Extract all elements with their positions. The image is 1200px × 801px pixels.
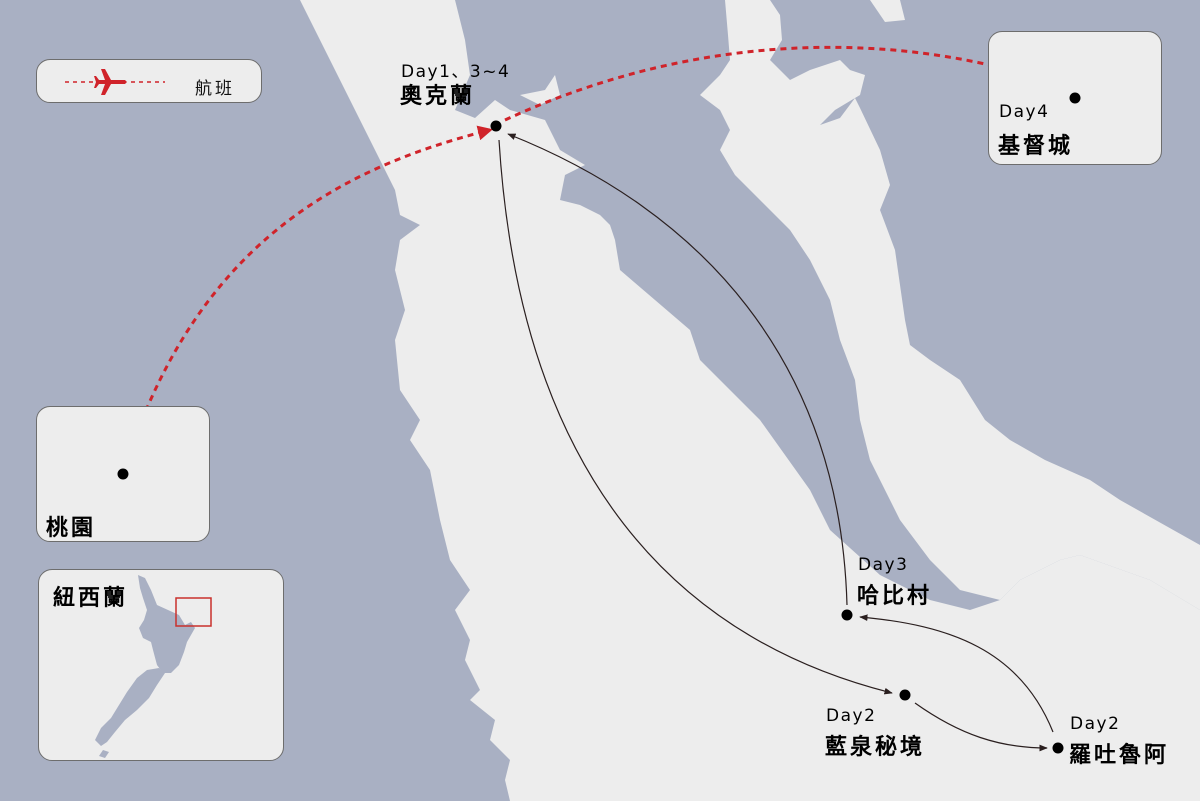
legend-box: 航班 <box>36 59 262 103</box>
route-rotorua-hobbiton <box>859 614 1054 733</box>
location-name-christchurch: 基督城 <box>998 134 1074 159</box>
route-auckland-bluesprings <box>498 139 893 695</box>
location-name-rotorua: 羅吐魯阿 <box>1069 743 1170 768</box>
airplane-icon <box>65 69 165 95</box>
legend-flight-label: 航班 <box>195 79 235 99</box>
new-zealand-map-icon <box>95 575 212 758</box>
location-day-blue-springs: Day2 <box>826 706 877 726</box>
location-day-hobbiton: Day3 <box>858 555 909 575</box>
location-day-christchurch: Day4 <box>999 102 1050 122</box>
christchurch-box: Day4 基督城 <box>988 31 1162 165</box>
route-bluesprings-rotorua <box>914 702 1048 752</box>
location-name-auckland: 奧克蘭 <box>400 84 476 109</box>
land-mass <box>300 0 1200 801</box>
location-name-hobbiton: 哈比村 <box>857 584 933 609</box>
new-zealand-inset: 紐西蘭 <box>38 569 284 761</box>
flight-path-taoyuan-auckland <box>128 125 493 453</box>
location-name-blue-springs: 藍泉秘境 <box>825 735 926 760</box>
location-day-auckland: Day1、3~4 <box>401 62 511 82</box>
location-day-rotorua: Day2 <box>1070 714 1121 734</box>
region-highlight <box>175 597 212 627</box>
location-name-taoyuan: 桃園 <box>46 516 97 541</box>
route-hobbiton-auckland <box>507 133 848 606</box>
taoyuan-box: 桃園 <box>36 406 210 542</box>
inset-title: 紐西蘭 <box>53 586 129 611</box>
